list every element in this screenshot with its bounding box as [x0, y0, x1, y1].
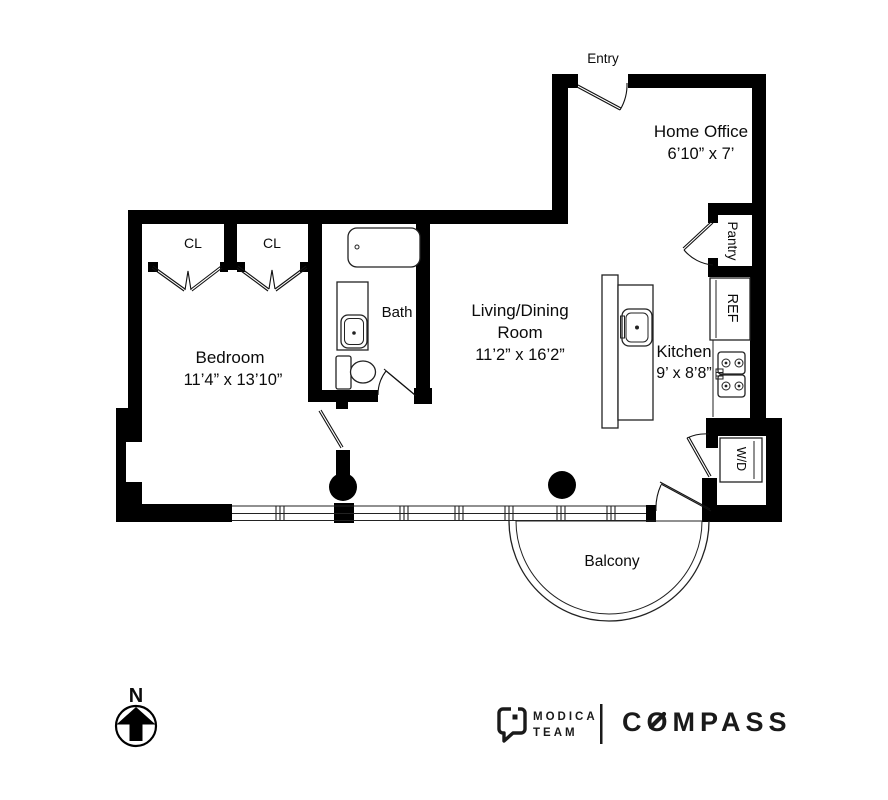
north-label: N — [129, 685, 143, 707]
compass-wordmark: COMPASS — [622, 707, 792, 737]
toilet-bowl — [349, 360, 377, 384]
kitchen-island — [617, 284, 654, 421]
toilet-tank — [335, 355, 352, 390]
north-arrow: N — [114, 685, 158, 748]
balcony-door — [655, 481, 712, 512]
bath-fixtures — [335, 227, 421, 390]
north-arrow-head — [116, 707, 156, 725]
stove-burners — [721, 358, 744, 391]
washer-dryer-label: W/D — [734, 447, 748, 471]
home-office-label: Home Office — [654, 122, 748, 141]
bath-door — [377, 368, 417, 397]
balcony-floor — [515, 520, 703, 615]
island-sink-handle — [620, 315, 625, 339]
balcony-label: Balcony — [584, 553, 639, 570]
window-band — [232, 505, 646, 522]
kitchen-fixtures — [601, 274, 751, 429]
bathtub — [347, 227, 421, 268]
closet-left-doors — [151, 265, 223, 292]
living-dining-label-line1: Living/Dining — [471, 301, 568, 320]
kitchen-label: Kitchen — [656, 343, 711, 361]
pantry-label: Pantry — [725, 221, 740, 260]
kitchen-island-back — [601, 274, 619, 429]
kitchen-dims: 9’ x 8’8” — [656, 365, 711, 382]
entry-label: Entry — [587, 51, 619, 66]
stove-bottom-module — [717, 374, 746, 398]
laundry-door — [686, 433, 712, 478]
balcony — [508, 520, 710, 622]
home-office-dims: 6’10” x 7’ — [668, 145, 735, 163]
bath-label: Bath — [382, 304, 413, 321]
stove-top-module — [717, 351, 746, 375]
walls — [116, 74, 782, 523]
bath-sink-drain — [352, 331, 356, 335]
closet-right-doors — [236, 265, 308, 292]
island-sink-basin — [625, 312, 649, 343]
compass-o-needle-icon — [648, 711, 667, 730]
laundry-fixtures — [719, 437, 763, 483]
doors — [151, 82, 714, 512]
north-arrow-shaft — [129, 724, 143, 741]
modica-team-name: MODICA — [533, 711, 598, 723]
window-mullions — [275, 506, 616, 520]
island-sink-drain — [635, 325, 639, 330]
branding-divider — [600, 704, 603, 744]
bedroom-door — [318, 409, 344, 449]
bathtub-drain — [354, 244, 360, 250]
stove-controls — [715, 368, 724, 380]
branding: MODICA TEAM COMPASS — [497, 704, 792, 744]
bath-sink-basin — [344, 318, 364, 345]
washer-dryer-box — [719, 437, 763, 483]
refrigerator-label: REF — [724, 294, 740, 323]
living-dining-label-line2: Room — [497, 323, 542, 342]
closet-left-label: CL — [184, 235, 202, 251]
pantry-door — [682, 220, 714, 266]
living-dining-dims: 11’2” x 16’2” — [475, 346, 565, 364]
balcony-outer-rail — [508, 520, 710, 622]
modica-team-word: TEAM — [533, 727, 578, 739]
entry-door — [576, 82, 628, 111]
bedroom-dims: 11’4” x 13’10” — [184, 371, 283, 389]
modica-team-logo-icon — [497, 707, 527, 743]
closet-right-label: CL — [263, 235, 281, 251]
column — [329, 473, 357, 501]
column — [548, 471, 576, 499]
refrigerator-box — [709, 277, 751, 341]
bedroom-label: Bedroom — [196, 348, 265, 367]
